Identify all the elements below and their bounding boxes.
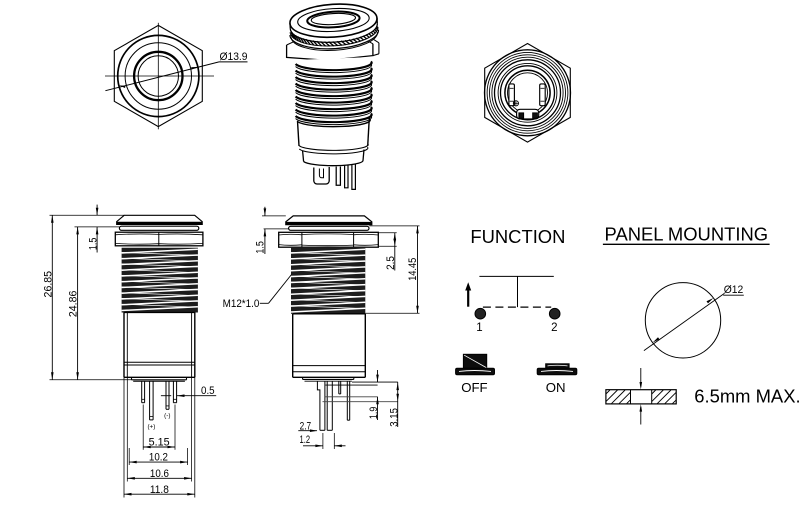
svg-text:OFF: OFF: [461, 380, 487, 395]
svg-text:1.5: 1.5: [87, 238, 99, 251]
svg-text:0.5: 0.5: [201, 385, 215, 397]
svg-text:3.15: 3.15: [388, 408, 400, 427]
svg-text:PANEL MOUNTING: PANEL MOUNTING: [605, 224, 769, 245]
svg-text:Ø13.9: Ø13.9: [220, 51, 248, 63]
svg-text:FUNCTION: FUNCTION: [470, 226, 565, 247]
svg-text:2.5: 2.5: [385, 256, 397, 270]
svg-text:M12*1.0: M12*1.0: [223, 298, 260, 310]
svg-text:2: 2: [551, 322, 557, 334]
svg-text:1.5: 1.5: [254, 241, 266, 254]
svg-text:6.5mm MAX.: 6.5mm MAX.: [694, 385, 800, 406]
svg-text:10.6: 10.6: [150, 468, 169, 480]
svg-text:14.45: 14.45: [407, 258, 419, 281]
svg-text:5.15: 5.15: [149, 436, 170, 448]
svg-text:1.2: 1.2: [300, 434, 311, 446]
svg-text:ON: ON: [546, 380, 566, 395]
svg-text:24.86: 24.86: [68, 291, 80, 318]
svg-text:Ø12: Ø12: [724, 284, 744, 296]
svg-text:11.8: 11.8: [150, 484, 169, 496]
svg-text:26.85: 26.85: [42, 271, 54, 298]
svg-text:1.9: 1.9: [368, 407, 380, 419]
svg-text:(+): (+): [147, 423, 155, 430]
svg-text:(-): (-): [164, 412, 170, 419]
svg-text:10.2: 10.2: [149, 451, 168, 463]
svg-text:1: 1: [476, 322, 482, 334]
